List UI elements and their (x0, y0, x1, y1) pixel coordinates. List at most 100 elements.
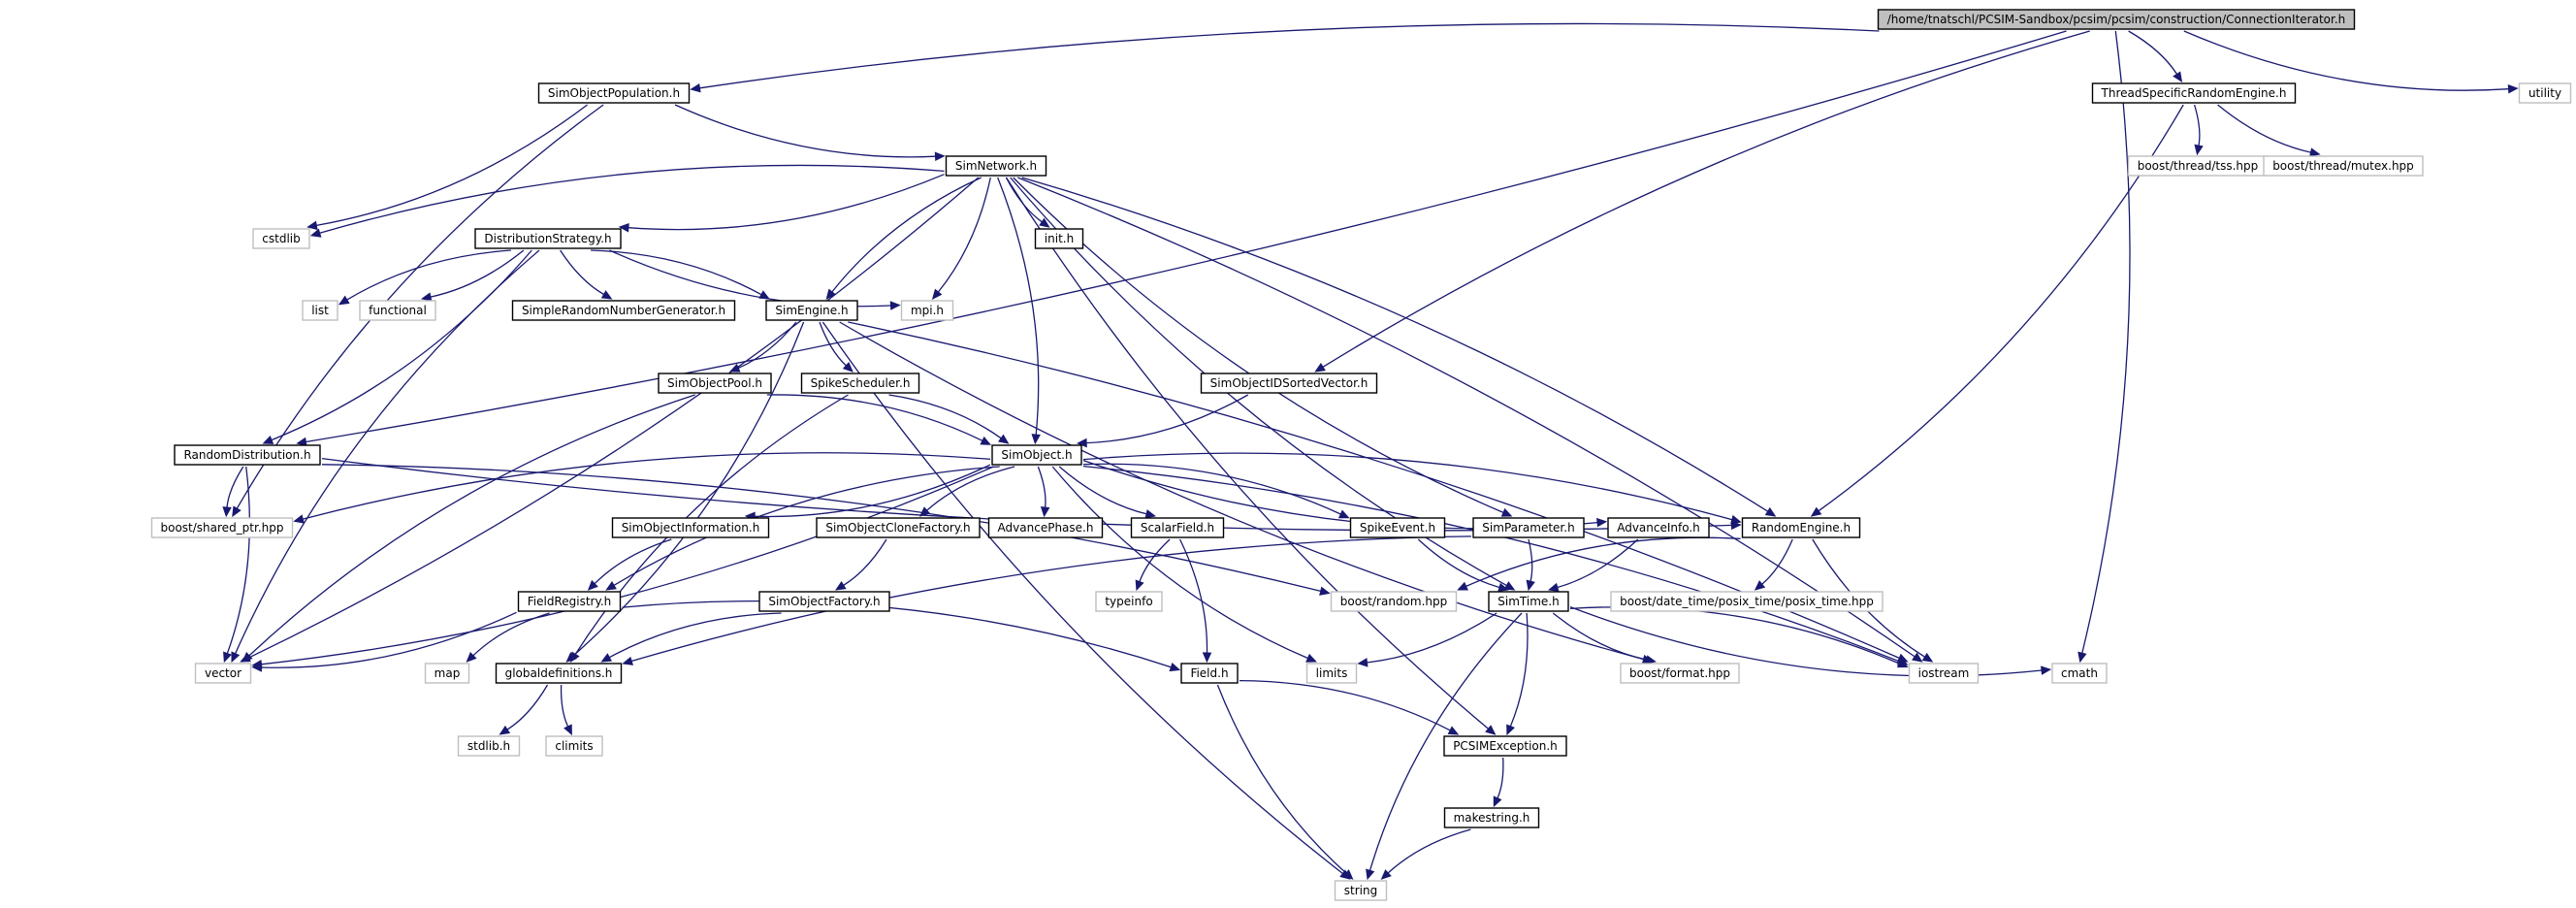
node-label: list (311, 304, 329, 317)
node-label: stdlib.h (467, 739, 510, 753)
node-box (1472, 517, 1585, 538)
edge-sim-obj-pop-to-shared-ptr (236, 104, 604, 509)
node-field-reg[interactable]: FieldRegistry.h (517, 591, 622, 612)
node-pcsim-exc[interactable]: PCSIMException.h (1443, 735, 1567, 757)
edge-sim-network-to-pcsim-exc (1005, 177, 1489, 730)
arrowhead (622, 656, 634, 665)
arrowhead (889, 301, 901, 310)
edge-dist-strat-to-rand-dist (271, 249, 532, 441)
arrowhead (918, 506, 931, 517)
node-adv-info[interactable]: AdvanceInfo.h (1607, 517, 1710, 538)
node-sim-obj-info[interactable]: SimObjectInformation.h (611, 517, 770, 538)
node-makestring[interactable]: makestring.h (1443, 807, 1540, 828)
node-label: SimObjectIDSortedVector.h (1210, 376, 1368, 390)
node-label: SimObject.h (1001, 448, 1072, 462)
edge-thread-rand-to-tss (2193, 104, 2201, 146)
edge-sim-object-to-shared-ptr (303, 452, 991, 520)
node-string: string (1334, 880, 1388, 901)
node-climits: climits (545, 735, 603, 757)
edge-field-reg-to-map (472, 612, 550, 657)
node-spike-sched[interactable]: SpikeScheduler.h (800, 373, 920, 394)
node-box (1488, 591, 1569, 612)
arrowhead (1500, 507, 1513, 517)
node-sim-object[interactable]: SimObject.h (991, 444, 1082, 466)
arrowhead (1754, 580, 1766, 591)
arrowhead (420, 292, 433, 302)
arrowhead (931, 288, 943, 300)
node-box (765, 300, 858, 321)
node-label: SimpleRandomNumberGenerator.h (522, 304, 725, 317)
node-label: AdvanceInfo.h (1617, 521, 1700, 535)
arrowhead (600, 653, 613, 663)
edge-sim-engine-to-global-defs (572, 321, 805, 657)
edge-sim-object-to-field-reg (613, 466, 1000, 586)
node-box (900, 300, 954, 321)
edge-sim-time-to-pcsim-exc (1509, 612, 1529, 727)
arrowhead (605, 580, 617, 591)
node-box (2091, 82, 2297, 104)
edge-sim-engine-to-sim-obj-pool (738, 321, 797, 369)
edge-sim-object-to-spike-event (1082, 463, 1341, 515)
arrowhead (293, 514, 305, 524)
node-label: limits (1316, 666, 1348, 680)
arrowhead (1896, 659, 1909, 668)
node-sim-network[interactable]: SimNetwork.h (945, 155, 1047, 177)
edge-field-to-pcsim-exc (1239, 679, 1451, 731)
arrowhead (2041, 665, 2052, 675)
arrowhead (1596, 517, 1608, 528)
node-box (457, 735, 521, 757)
edge-field-to-string (1216, 684, 1347, 874)
arrowhead (1039, 217, 1050, 228)
node-field[interactable]: Field.h (1180, 663, 1239, 684)
edge-root-to-cmath (2081, 30, 2131, 654)
node-label: SpikeScheduler.h (811, 376, 911, 390)
node-box (611, 517, 770, 538)
node-sim-obj-pool[interactable]: SimObjectPool.h (658, 373, 772, 394)
node-label: iostream (1918, 666, 1970, 680)
node-global-defs[interactable]: globaldefinitions.h (495, 663, 623, 684)
arrowhead (1314, 362, 1326, 373)
node-boost-random: boost/random.hpp (1330, 591, 1458, 612)
arrowhead (1031, 434, 1041, 445)
node-rand-engine[interactable]: RandomEngine.h (1741, 517, 1861, 538)
node-simple-rng[interactable]: SimpleRandomNumberGenerator.h (511, 300, 736, 321)
node-box (816, 517, 981, 538)
node-sim-obj-id-vec[interactable]: SimObjectIDSortedVector.h (1200, 373, 1378, 394)
edge-root-to-thread-rand (2128, 30, 2178, 75)
node-sim-engine[interactable]: SimEngine.h (765, 300, 858, 321)
arrowhead (1506, 724, 1516, 736)
node-sim-time[interactable]: SimTime.h (1488, 591, 1569, 612)
node-adv-phase[interactable]: AdvancePhase.h (987, 517, 1104, 538)
edge-rand-dist-to-boost-random (321, 464, 1321, 593)
arrowhead (1380, 869, 1392, 880)
node-label: vector (205, 666, 242, 680)
node-init[interactable]: init.h (1034, 228, 1084, 249)
node-scalar-field[interactable]: ScalarField.h (1130, 517, 1225, 538)
node-box (174, 444, 321, 466)
node-label: AdvancePhase.h (998, 521, 1094, 535)
arrowhead (1357, 658, 1368, 667)
node-label: RandomEngine.h (1752, 521, 1851, 535)
node-typeinfo: typeinfo (1095, 591, 1163, 612)
edge-sim-obj-id-vec-to-sim-object (1086, 394, 1249, 444)
node-sim-param[interactable]: SimParameter.h (1472, 517, 1585, 538)
node-label: boost/shared_ptr.hpp (161, 521, 284, 535)
node-mpi: mpi.h (900, 300, 954, 321)
node-dist-strat[interactable]: DistributionStrategy.h (474, 228, 622, 249)
node-label: PCSIMException.h (1453, 739, 1558, 753)
node-thread-rand[interactable]: ThreadSpecificRandomEngine.h (2091, 82, 2297, 104)
arrowhead (600, 290, 613, 300)
node-root[interactable]: /home/tnatschl/PCSIM-Sandbox/pcsim/pcsim… (1877, 9, 2356, 30)
arrowhead (1493, 795, 1502, 808)
node-sim-obj-pop[interactable]: SimObjectPopulation.h (537, 82, 691, 104)
node-rand-dist[interactable]: RandomDistribution.h (174, 444, 321, 466)
node-sim-obj-fact[interactable]: SimObjectFactory.h (758, 591, 890, 612)
node-box (987, 517, 1104, 538)
arrowhead (1366, 868, 1375, 881)
edge-sim-obj-pop-to-sim-network (674, 104, 936, 158)
node-spike-event[interactable]: SpikeEvent.h (1349, 517, 1446, 538)
node-box (1610, 591, 1884, 612)
edge-sim-network-to-sim-engine (831, 177, 982, 293)
node-sim-obj-clone[interactable]: SimObjectCloneFactory.h (816, 517, 981, 538)
node-stdlib: stdlib.h (457, 735, 521, 757)
